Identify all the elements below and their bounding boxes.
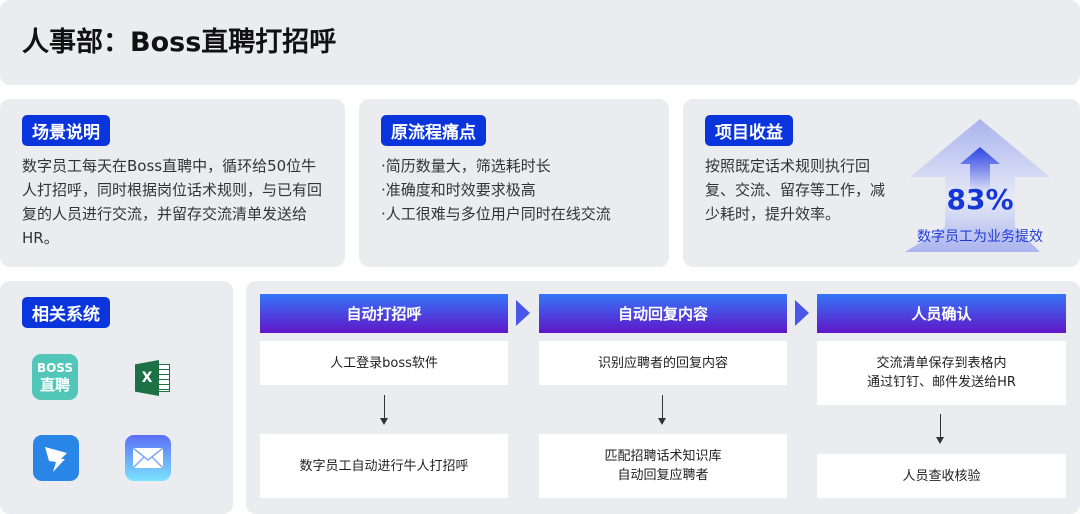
flow-step: 人工登录boss软件	[260, 341, 508, 385]
scenario-tag: 场景说明	[22, 115, 110, 146]
mail-icon	[125, 435, 171, 481]
systems-panel: 相关系统 BOSS 直聘 X	[0, 281, 233, 514]
flow-header-reply: 自动回复内容	[539, 294, 787, 333]
pain-tag: 原流程痛点	[381, 115, 486, 146]
flow-header-greeting: 自动打招呼	[260, 294, 508, 333]
big-up-arrow-icon	[905, 119, 1050, 252]
pain-item: ·简历数量大，筛选耗时长	[381, 157, 551, 175]
systems-tag: 相关系统	[22, 297, 110, 328]
down-arrow-icon	[658, 395, 666, 425]
flow-arrow-icon	[795, 300, 809, 326]
flow-step: 数字员工自动进行牛人打招呼	[260, 434, 508, 498]
excel-icon: X	[132, 358, 172, 398]
boss-zhipin-icon: BOSS 直聘	[32, 354, 78, 400]
down-arrow-icon	[380, 395, 388, 425]
down-arrow-icon	[936, 414, 944, 444]
pain-item: ·人工很难与多位用户同时在线交流	[381, 205, 611, 223]
benefit-percent: 83%	[946, 183, 1014, 216]
benefit-tag: 项目收益	[705, 115, 793, 146]
flow-arrow-icon	[516, 300, 530, 326]
flow-step: 匹配招聘话术知识库 自动回复应聘者	[539, 434, 787, 498]
dingtalk-icon	[33, 435, 79, 481]
benefit-text: 按照既定话术规则执行回复、交流、留存等工作，减少耗时，提升效率。	[705, 157, 886, 223]
scenario-panel: 场景说明 数字员工每天在Boss直聘中，循环给50位牛人打招呼，同时根据岗位话术…	[0, 99, 345, 267]
scenario-text: 数字员工每天在Boss直聘中，循环给50位牛人打招呼，同时根据岗位话术规则，与已…	[22, 157, 323, 247]
page-title: 人事部：Boss直聘打招呼	[22, 27, 337, 58]
flow-step: 交流清单保存到表格内 通过钉钉、邮件发送给HR	[817, 341, 1066, 405]
pain-item: ·准确度和时效要求极高	[381, 181, 536, 199]
benefit-caption: 数字员工为业务提效	[917, 229, 1043, 245]
pain-panel: 原流程痛点 ·简历数量大，筛选耗时长 ·准确度和时效要求极高 ·人工很难与多位用…	[359, 99, 669, 267]
flow-step: 识别应聘者的回复内容	[539, 341, 787, 385]
flow-header-confirm: 人员确认	[817, 294, 1066, 333]
benefit-panel: 项目收益 按照既定话术规则执行回复、交流、留存等工作，减少耗时，提升效率。 83…	[683, 99, 1080, 267]
title-bar: 人事部：Boss直聘打招呼	[0, 0, 1080, 85]
flow-step: 人员查收核验	[817, 454, 1066, 498]
